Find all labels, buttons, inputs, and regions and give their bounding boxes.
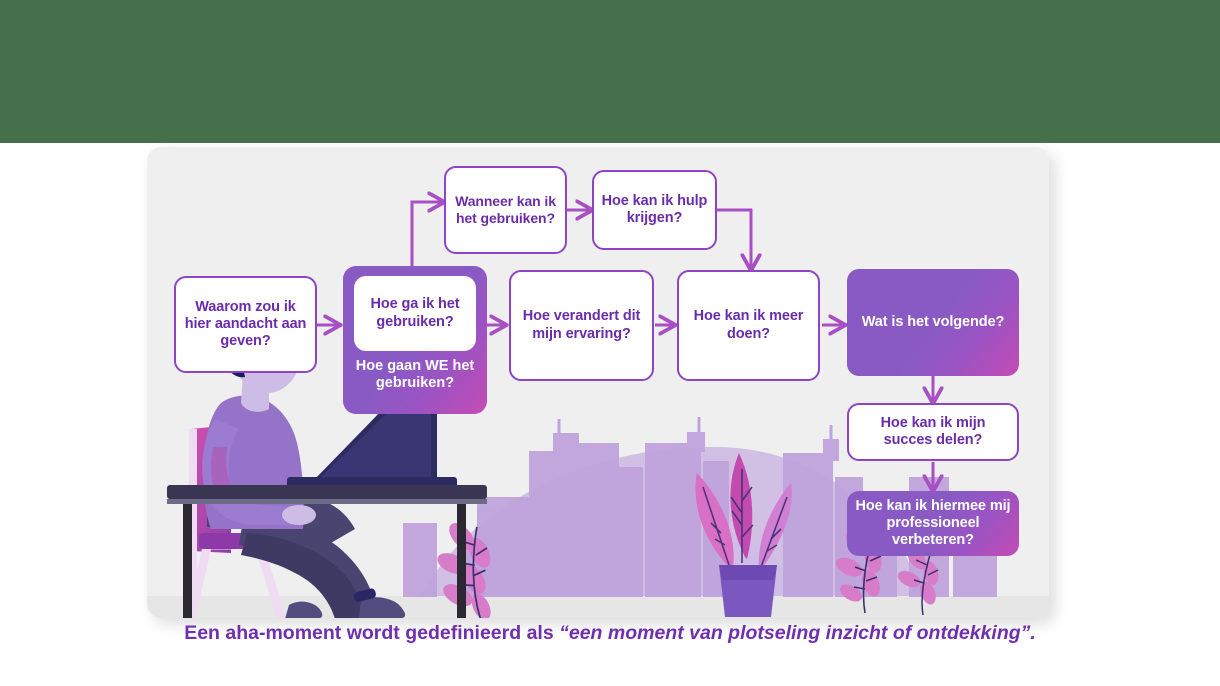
figure-caption: Een aha-moment wordt gedefinieerd als “e…: [0, 622, 1220, 645]
node-label: Hoe kan ik mijn succes delen?: [880, 414, 986, 448]
node-succes-delen[interactable]: Hoe kan ik mijn succes delen?: [847, 403, 1019, 461]
top-green-band: [0, 0, 1220, 143]
caption-lead: Een aha-moment wordt gedefinieerd als: [184, 622, 560, 644]
node-label: Hoe kan ik hulp krijgen?: [601, 192, 708, 226]
node-label: Hoe kan ik hiermee mij professioneel ver…: [855, 497, 1011, 549]
node-wanneer-gebruiken[interactable]: Wanneer kan ik het gebruiken?: [444, 166, 567, 254]
node-hoe-ga-ik-gebruiken[interactable]: Hoe ga ik het gebruiken?: [354, 276, 476, 351]
laptop: [287, 403, 457, 489]
node-waarom-aandacht[interactable]: Waarom zou ik hier aandacht aan geven?: [174, 276, 317, 373]
node-label: Waarom zou ik hier aandacht aan geven?: [184, 298, 307, 350]
node-label: Hoe verandert dit mijn ervaring?: [522, 308, 641, 342]
node-wat-is-het-volgende[interactable]: Wat is het volgende?: [847, 269, 1019, 376]
desk: [167, 485, 487, 618]
node-label: Hoe kan ik meer doen?: [693, 308, 804, 342]
node-label: Wanneer kan ik het gebruiken?: [455, 193, 556, 226]
diagram-card: Waarom zou ik hier aandacht aan geven? H…: [147, 147, 1049, 618]
caption-quote: “een moment van plotseling inzicht of on…: [559, 622, 1036, 644]
potted-plant: [695, 453, 792, 617]
node-professioneel-verbeteren[interactable]: Hoe kan ik hiermee mij professioneel ver…: [847, 491, 1019, 556]
node-label: Wat is het volgende?: [861, 313, 1005, 330]
node-hoe-gaan-we-gebruiken: Hoe gaan WE het gebruiken?: [355, 358, 475, 391]
node-hoe-meer-doen[interactable]: Hoe kan ik meer doen?: [677, 270, 820, 381]
node-hoe-verandert-ervaring[interactable]: Hoe verandert dit mijn ervaring?: [509, 270, 654, 381]
node-hoe-hulp-krijgen[interactable]: Hoe kan ik hulp krijgen?: [592, 170, 717, 250]
node-group-hoe-gebruiken[interactable]: Hoe ga ik het gebruiken? Hoe gaan WE het…: [343, 266, 487, 414]
node-label: Hoe ga ik het gebruiken?: [370, 296, 460, 330]
